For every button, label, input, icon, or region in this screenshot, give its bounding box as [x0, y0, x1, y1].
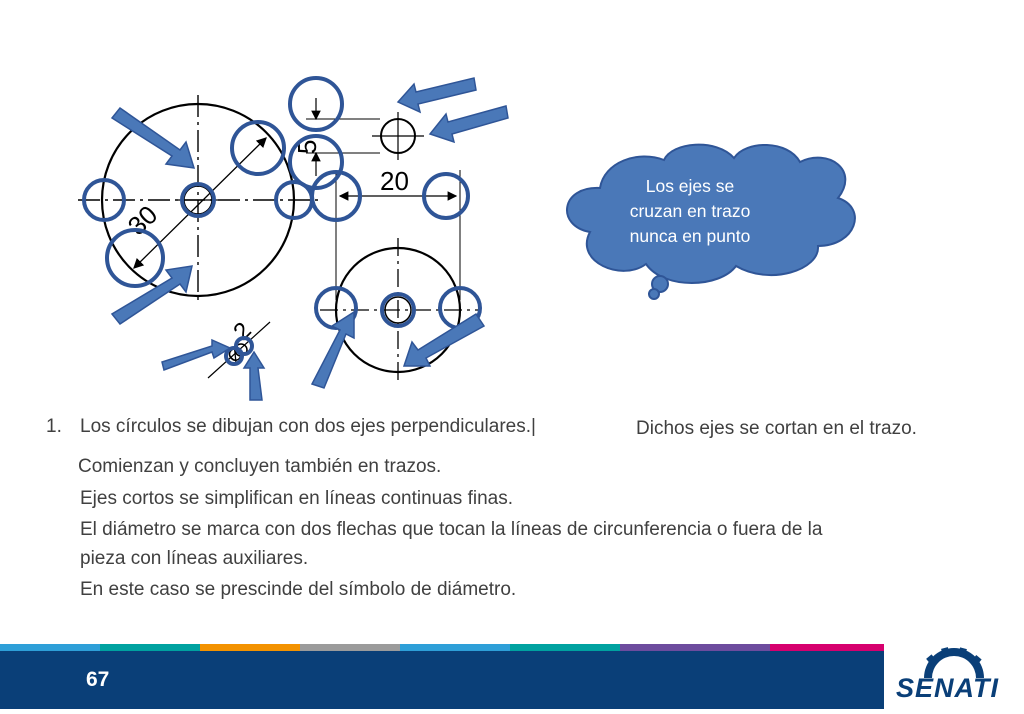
- arrow-icon: [402, 312, 486, 367]
- arrow-icon: [242, 350, 266, 401]
- arrow-icon: [110, 265, 193, 326]
- footer-strip: [400, 644, 510, 651]
- body-line-1-right: Dichos ejes se cortan en el trazo.: [636, 418, 917, 439]
- body-line-3: Ejes cortos se simplifican en líneas con…: [80, 488, 513, 509]
- highlight-circle-icon: [380, 292, 416, 328]
- footer-strip: [0, 644, 100, 651]
- item-number: 1.: [46, 416, 62, 437]
- callout-line: Los ejes se: [645, 176, 735, 196]
- highlight-circle-icon: [288, 134, 344, 190]
- dim-20: 20: [380, 166, 409, 196]
- highlight-circle-icon: [310, 170, 362, 222]
- footer-strip: [510, 644, 620, 651]
- body-line-2: Comienzan y concluyen también en trazos.: [78, 456, 442, 477]
- highlight-circle-icon: [230, 120, 286, 176]
- callout-text: Los ejes se cruzan en trazo nunca en pun…: [610, 174, 770, 249]
- senati-logo: [884, 644, 1024, 709]
- arrow-icon: [161, 338, 232, 371]
- footer-strip: [100, 644, 200, 651]
- body-line-4a: El diámetro se marca con dos flechas que…: [80, 519, 823, 540]
- footer-strip: [200, 644, 300, 651]
- highlight-circle-icon: [224, 346, 244, 366]
- footer-strip: [300, 644, 400, 651]
- diameter-line: [133, 137, 267, 269]
- logo-text: SENATI: [896, 673, 1000, 703]
- highlight-circle-icon: [288, 76, 344, 132]
- dim-30: 30: [122, 199, 164, 241]
- footer-strip: [770, 644, 884, 651]
- arrow-icon: [310, 310, 355, 389]
- page-number: 67: [86, 668, 110, 691]
- body-line-5: En este caso se prescinde del símbolo de…: [80, 579, 517, 600]
- body-line-4b: pieza con líneas auxiliares.: [80, 548, 309, 569]
- footer-band: [0, 644, 884, 709]
- highlight-circle-icon: [422, 172, 470, 220]
- gear-icon: [924, 647, 984, 678]
- arrow-icon: [110, 106, 196, 169]
- highlight-circle-icon: [82, 178, 126, 222]
- arrow-icon: [428, 105, 509, 144]
- inner-circle: [384, 296, 412, 324]
- body-line-1: Los círculos se dibujan con dos ejes per…: [80, 416, 536, 437]
- thought-cloud: [566, 143, 856, 300]
- highlight-circle-icon: [180, 182, 216, 218]
- highlight-circle-icon: [105, 228, 165, 288]
- callout-line: nunca en punto: [629, 226, 751, 246]
- callout-line: cruzan en trazo: [629, 201, 751, 221]
- arrow-icon: [396, 77, 477, 114]
- highlight-circle-icon: [234, 336, 254, 356]
- footer-strip: [620, 644, 770, 651]
